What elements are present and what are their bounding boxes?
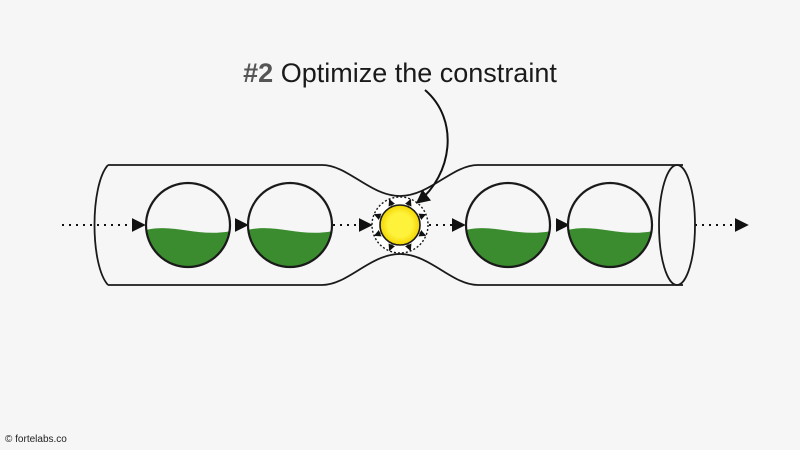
pipe-end-opening xyxy=(658,164,696,286)
slide-title: #2 Optimize the constraint xyxy=(0,58,800,89)
buffer-tank xyxy=(144,181,232,269)
constraint-node xyxy=(371,196,429,254)
expansion-arrow xyxy=(373,213,382,221)
expansion-arrow xyxy=(373,229,382,237)
expansion-arrow xyxy=(404,243,412,252)
tank-outline xyxy=(246,181,334,269)
buffer-tank xyxy=(566,181,654,269)
expansion-arrow xyxy=(404,198,412,207)
expansion-arrow xyxy=(388,198,396,207)
tank-outline xyxy=(566,181,654,269)
expansion-arrow xyxy=(418,229,427,237)
tank-outline xyxy=(464,181,552,269)
expansion-arrow xyxy=(418,213,427,221)
buffer-tank xyxy=(246,181,334,269)
pointer-arrow xyxy=(415,89,449,204)
credit-text: © fortelabs.co xyxy=(5,434,67,445)
pipe-outline xyxy=(93,164,683,286)
expansion-arrow xyxy=(388,243,396,252)
buffer-tank xyxy=(464,181,552,269)
constraint-core xyxy=(379,204,421,246)
tank-outline xyxy=(144,181,232,269)
title-number: #2 xyxy=(243,58,274,88)
title-text: Optimize the constraint xyxy=(280,58,557,88)
